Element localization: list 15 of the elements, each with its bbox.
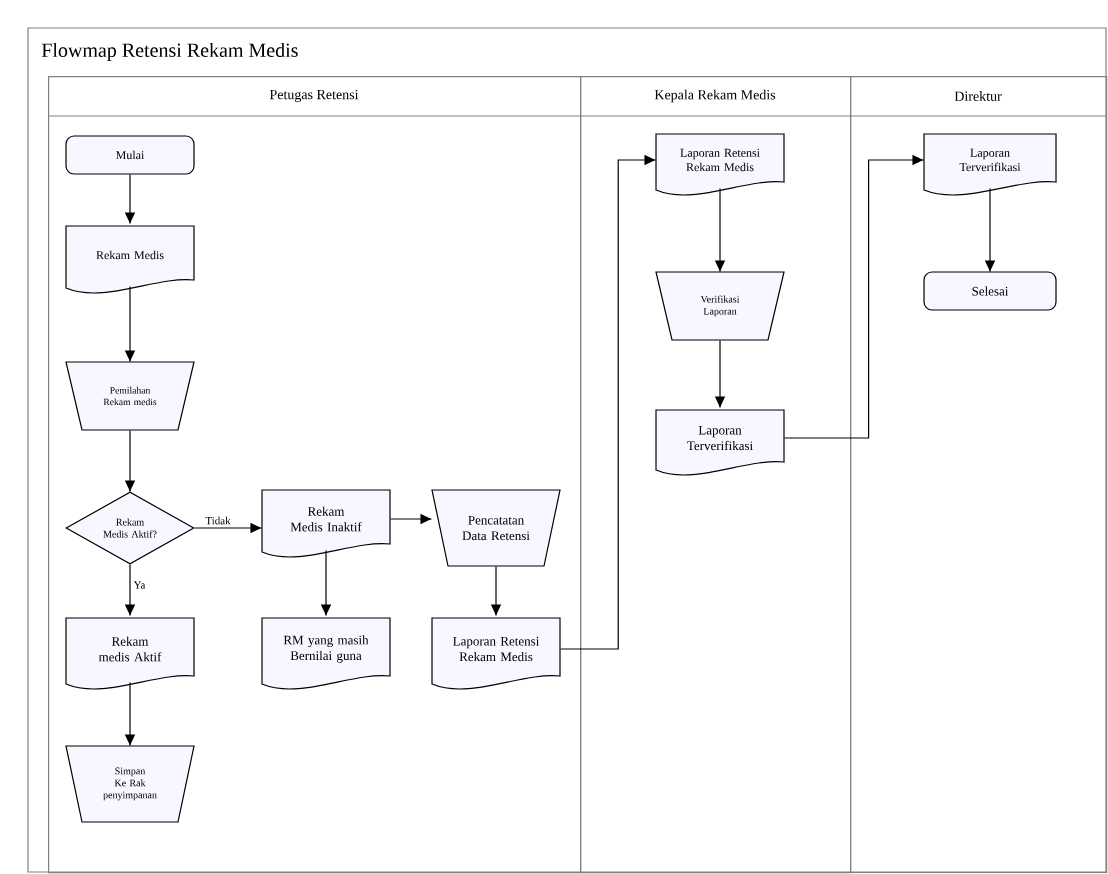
arrow	[124, 430, 136, 492]
arrow	[124, 174, 136, 224]
arrow	[320, 550, 332, 616]
arrow	[490, 566, 502, 616]
arrow	[560, 154, 656, 650]
arrow	[124, 682, 136, 746]
title: Flowmap Retensi Rekam Medis	[41, 42, 298, 62]
arrow	[124, 286, 136, 362]
arrow	[714, 340, 726, 408]
arrow	[390, 513, 432, 525]
arrow	[194, 522, 262, 534]
arrow	[984, 188, 996, 272]
arrow	[124, 564, 136, 616]
arrow	[714, 188, 726, 272]
arrow	[784, 154, 924, 439]
